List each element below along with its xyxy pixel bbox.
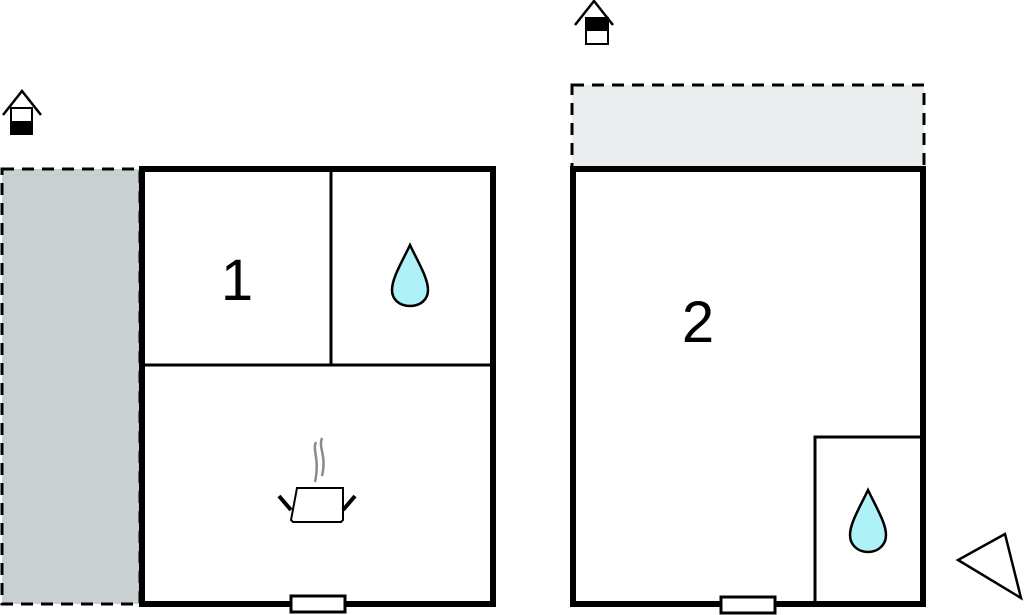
window-icon: [719, 595, 777, 615]
window-icon: [289, 594, 347, 614]
terrace-left: [0, 167, 142, 606]
compass-north-icon: [955, 532, 1023, 601]
entrance-icon: [2, 88, 42, 135]
water-drop-icon: [848, 487, 888, 554]
cooking-pot-icon: [277, 437, 357, 523]
building-left: [139, 166, 496, 607]
entrance-icon: [574, 0, 614, 45]
room-label-1: 1: [221, 248, 253, 313]
room-label-2: 2: [682, 290, 714, 355]
terrace-top: [570, 83, 926, 170]
water-drop-icon: [390, 242, 430, 308]
